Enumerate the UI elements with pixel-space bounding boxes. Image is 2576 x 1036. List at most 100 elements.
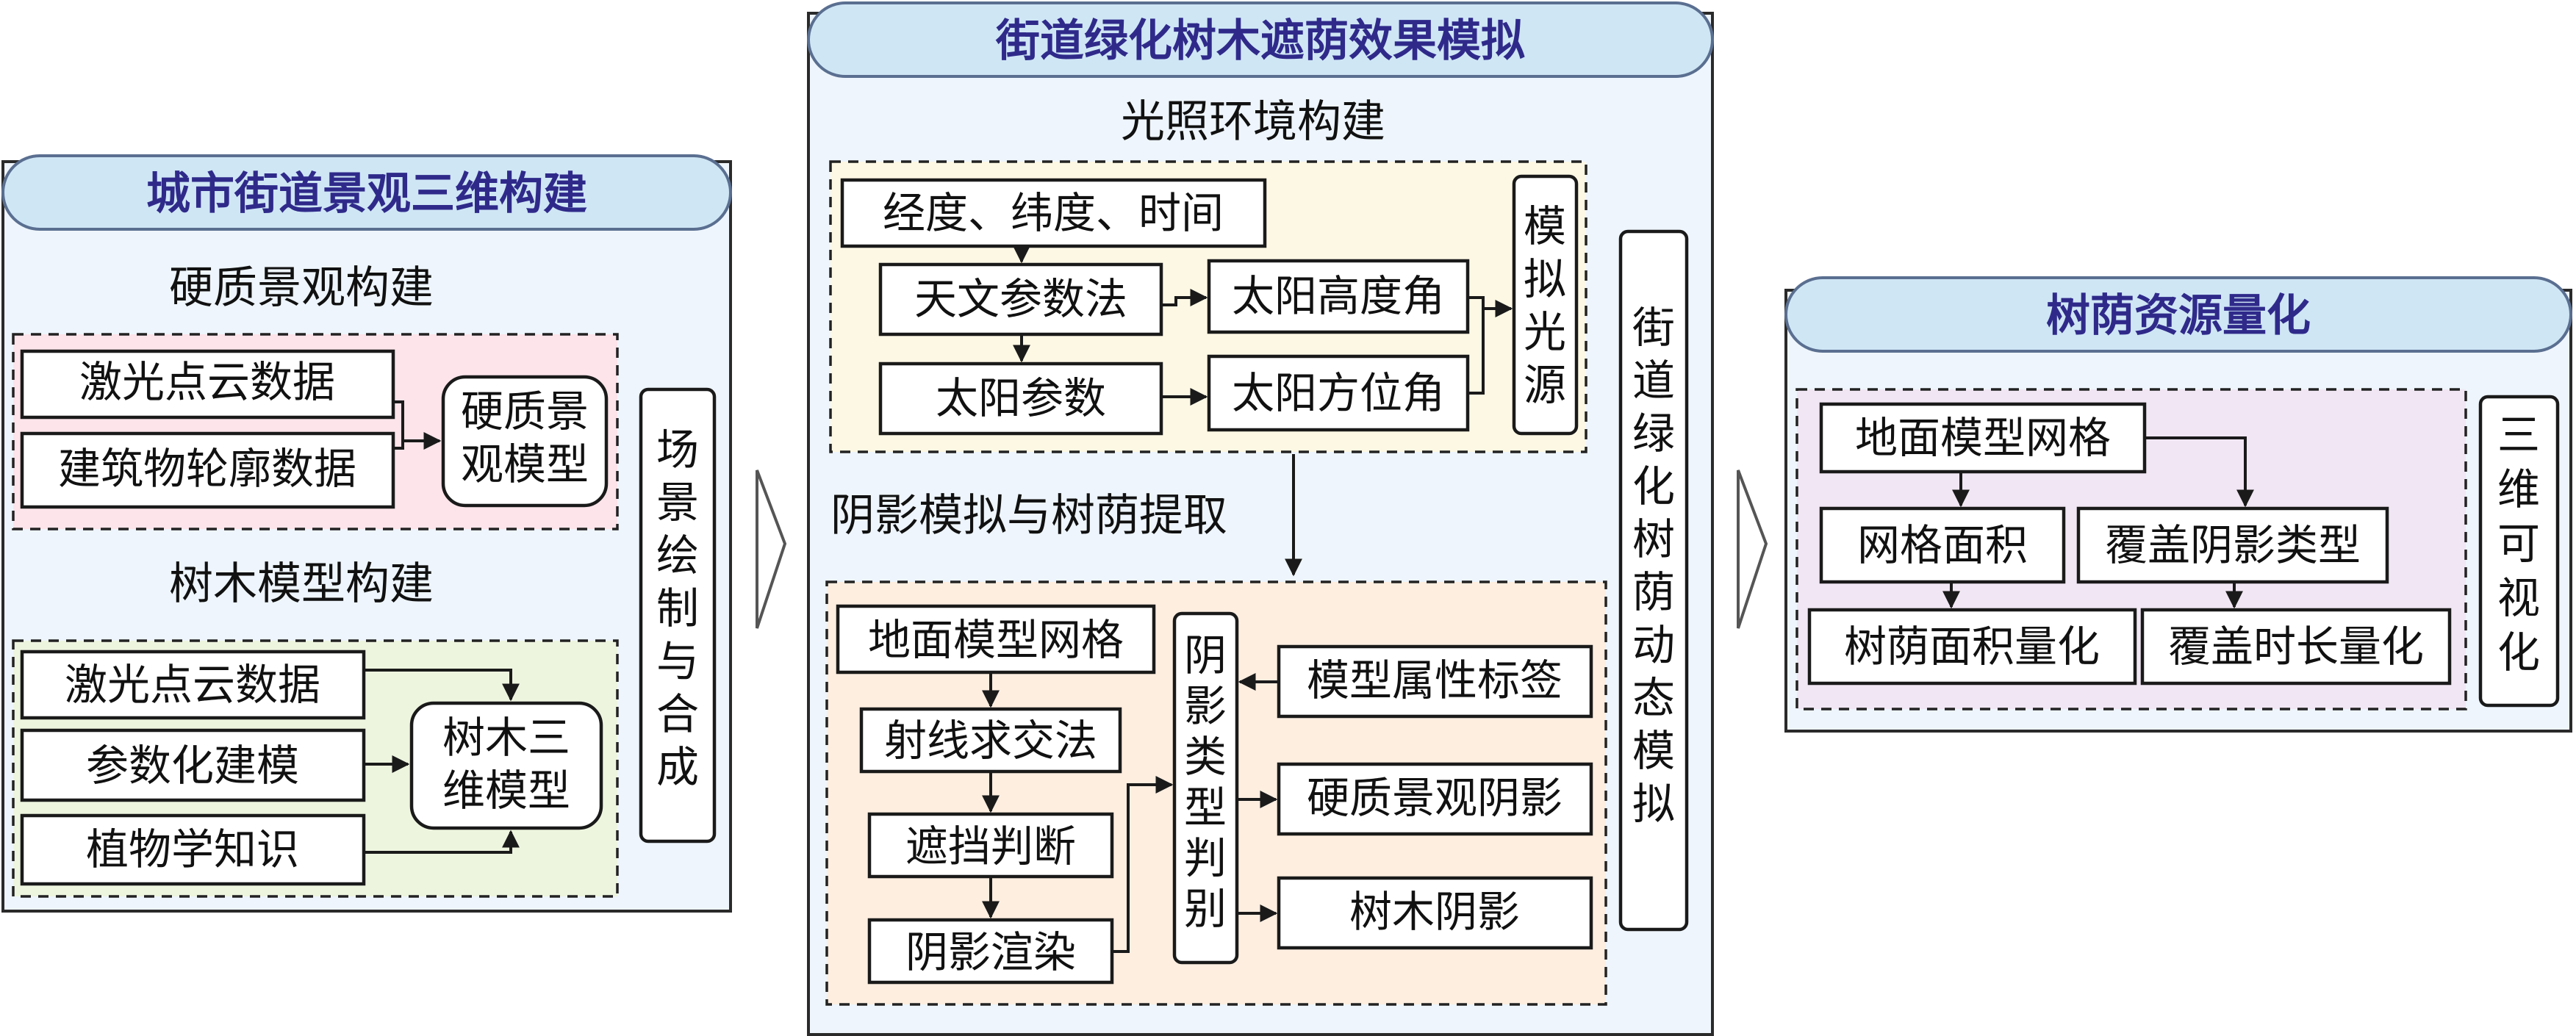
svg-text:态: 态 <box>1632 673 1675 723</box>
shadow-extract-heading: 阴影模拟与树荫提取 <box>830 490 1227 542</box>
hard-model-line1: 硬质景 <box>461 386 589 436</box>
shade-area-quant-box <box>1807 608 2137 686</box>
duration-quant-label: 覆盖时长量化 <box>2168 622 2424 672</box>
lat-lon-time-label: 经度、纬度、时间 <box>883 188 1224 238</box>
tree-shadow-box <box>1277 876 1593 950</box>
svg-text:模: 模 <box>1632 726 1675 776</box>
scene-compose-box <box>639 387 717 843</box>
render-to-classify-arrow <box>1112 776 1174 953</box>
panel2-title-pill <box>807 1 1714 78</box>
svg-text:拟: 拟 <box>1632 779 1675 829</box>
shadow-classify-label: 阴 影 类 型 判 别 <box>1184 630 1227 934</box>
ground-grid-label: 地面模型网格 <box>868 615 1124 665</box>
solar-azimuth-box <box>1207 354 1470 432</box>
hard-shadow-label: 硬质景观阴影 <box>1307 773 1563 823</box>
3d-viz-box <box>2478 395 2560 708</box>
coverage-type-box <box>2076 506 2389 584</box>
svg-text:化: 化 <box>2497 627 2540 677</box>
svg-text:与: 与 <box>656 636 699 686</box>
dynamic-sim-label: 街 道 绿 化 树 荫 动 态 模 拟 <box>1632 303 1675 829</box>
solar-altitude-box <box>1207 259 1470 334</box>
solar-params-box <box>878 361 1163 436</box>
panel-urban-street-3d: 城市街道景观三维构建 硬质景观构建 激光点云数据 建筑物轮廓数据 硬质景 观模型… <box>1 154 732 913</box>
botany-box <box>20 813 366 886</box>
tree-model-heading: 树木模型构建 <box>169 558 434 610</box>
svg-text:场: 场 <box>656 425 699 475</box>
q-ground-grid-box <box>1819 402 2147 474</box>
duration-quant-box <box>2140 608 2452 686</box>
sim-light-source-label: 模 拟 光 源 <box>1524 201 1566 410</box>
hard-model-line2: 观模型 <box>461 439 589 489</box>
svg-text:景: 景 <box>656 478 699 528</box>
svg-text:阴: 阴 <box>1184 630 1227 680</box>
svg-text:制: 制 <box>656 583 699 633</box>
solar-params-label: 太阳参数 <box>936 373 1106 423</box>
svg-text:维: 维 <box>2497 464 2540 514</box>
shade-area-quant-label: 树荫面积量化 <box>1844 622 2100 672</box>
hard-model-box <box>441 375 609 508</box>
svg-text:三: 三 <box>2497 410 2540 460</box>
svg-text:化: 化 <box>1632 461 1675 511</box>
svg-text:可: 可 <box>2497 519 2540 569</box>
panel-shade-simulation: 街道绿化树木遮荫效果模拟 光照环境构建 经度、纬度、时间 天文参数法 太阳参数 … <box>807 1 1714 1036</box>
shadow-classify-box <box>1172 611 1239 965</box>
svg-text:类: 类 <box>1184 732 1227 782</box>
solar-altitude-label: 太阳高度角 <box>1232 271 1445 321</box>
astro-method-label: 天文参数法 <box>914 274 1127 324</box>
panel-shade-quantification: 树荫资源量化 地面模型网格 网格面积 覆盖阴影类型 树荫面积量化 覆盖时长量化 … <box>1784 276 2572 733</box>
panel1-title-pill <box>1 154 732 231</box>
model-attr-label-text: 模型属性标签 <box>1307 655 1563 705</box>
svg-text:成: 成 <box>656 742 699 792</box>
panel1-title: 城市街道景观三维构建 <box>146 168 587 220</box>
svg-text:道: 道 <box>1632 356 1675 406</box>
method-to-altitude-arrow <box>1161 289 1208 306</box>
tree-model-line2: 维模型 <box>442 766 570 816</box>
angles-merge-line <box>1468 296 1485 395</box>
svg-text:别: 别 <box>1184 884 1227 934</box>
svg-text:型: 型 <box>1184 783 1227 832</box>
param-model-box <box>20 728 366 802</box>
astro-method-box <box>878 262 1163 337</box>
dynamic-sim-box <box>1618 229 1689 932</box>
svg-text:视: 视 <box>2497 573 2540 623</box>
hard-lidar-box <box>20 349 395 420</box>
chevron-arrow-1 <box>756 470 787 629</box>
param-model-label: 参数化建模 <box>86 741 299 791</box>
panel2-title: 街道绿化树木遮荫效果模拟 <box>995 15 1525 67</box>
svg-text:合: 合 <box>656 689 699 739</box>
light-env-heading: 光照环境构建 <box>1121 96 1385 148</box>
tree-model-line1: 树木三 <box>442 713 570 763</box>
panel3-title: 树荫资源量化 <box>2046 290 2311 342</box>
svg-text:源: 源 <box>1524 360 1566 410</box>
solar-azimuth-label: 太阳方位角 <box>1232 368 1445 418</box>
q-ground-grid-label: 地面模型网格 <box>1855 413 2111 463</box>
scene-compose-label: 场 景 绘 制 与 合 成 <box>656 425 699 792</box>
chevron-arrow-2 <box>1737 470 1768 629</box>
svg-text:判: 判 <box>1184 833 1227 883</box>
ray-intersect-label: 射线求交法 <box>884 716 1097 766</box>
panel3-title-pill <box>1784 276 2572 353</box>
tree-shadow-label: 树木阴影 <box>1349 887 1520 937</box>
building-outline-box <box>20 431 395 509</box>
svg-text:绿: 绿 <box>1632 409 1675 458</box>
lat-lon-time-box <box>840 178 1267 248</box>
tree-3d-model-box <box>409 701 603 830</box>
hard-landscape-heading: 硬质景观构建 <box>169 262 434 314</box>
botany-label: 植物学知识 <box>86 824 299 874</box>
grid-area-label: 网格面积 <box>1857 520 2028 570</box>
svg-text:模: 模 <box>1524 201 1566 251</box>
occlusion-label: 遮挡判断 <box>905 821 1076 871</box>
ray-intersect-box <box>859 707 1122 774</box>
svg-text:绘: 绘 <box>656 530 699 580</box>
svg-text:影: 影 <box>1184 681 1227 731</box>
svg-text:树: 树 <box>1632 514 1675 564</box>
ground-grid-box <box>836 604 1156 675</box>
svg-text:荫: 荫 <box>1632 567 1675 617</box>
tree-lidar-label: 激光点云数据 <box>65 660 320 710</box>
svg-text:拟: 拟 <box>1524 254 1566 304</box>
shadow-render-label: 阴影渲染 <box>905 927 1076 977</box>
botany-arrow <box>364 830 520 854</box>
tree-lidar-arrow <box>364 669 520 702</box>
